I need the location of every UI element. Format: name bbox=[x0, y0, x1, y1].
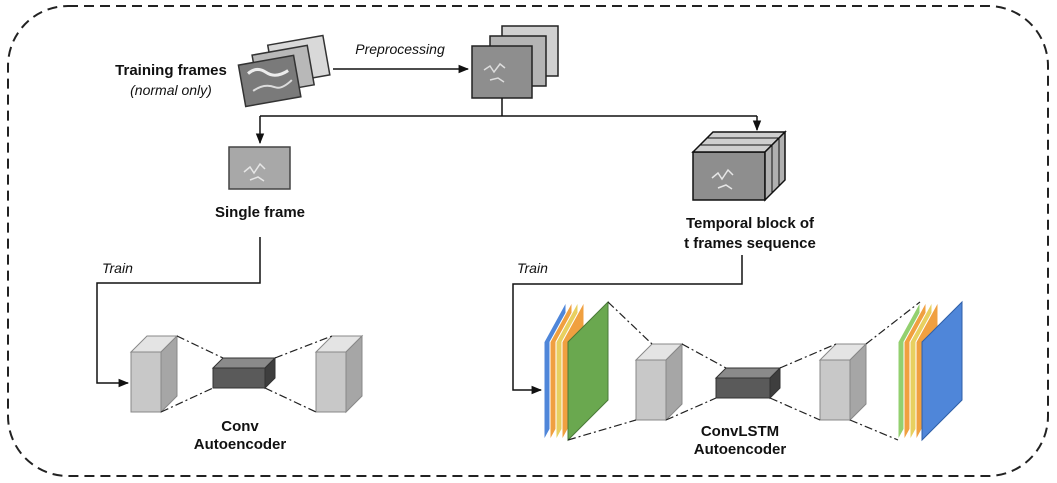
split-connector bbox=[255, 98, 762, 145]
single-frame-icon bbox=[228, 146, 291, 190]
convlstm-encoder-block bbox=[634, 342, 684, 422]
conv-encoder-block bbox=[129, 334, 179, 414]
train-label-left: Train bbox=[102, 260, 133, 276]
conv-bottleneck-block bbox=[211, 356, 277, 390]
convlstm-bottleneck-block bbox=[714, 366, 782, 400]
preprocessed-frames-stack-icon bbox=[471, 25, 559, 99]
train-arrow-right bbox=[512, 255, 743, 395]
convlstm-output-layers bbox=[897, 300, 963, 442]
conv-dashed-connectors bbox=[160, 335, 333, 413]
preprocessing-label: Preprocessing bbox=[355, 41, 445, 57]
convlstm-input-layers bbox=[543, 300, 609, 442]
train-arrow-left bbox=[96, 237, 261, 388]
training-frames-note: (normal only) bbox=[130, 82, 212, 98]
conv-autoencoder-label-line2: Autoencoder bbox=[193, 436, 287, 453]
convlstm-autoencoder-model bbox=[543, 300, 963, 442]
convlstm-dashed-connectors bbox=[567, 301, 921, 441]
temporal-block-label-line1: Temporal block of bbox=[685, 215, 815, 232]
training-frames-label: Training frames bbox=[115, 62, 227, 79]
temporal-block-icon bbox=[691, 130, 787, 202]
dashed-border bbox=[7, 5, 1049, 477]
conv-autoencoder-label-line1: Conv bbox=[221, 418, 259, 435]
single-frame-label: Single frame bbox=[214, 204, 306, 221]
convlstm-autoencoder-label-line2: Autoencoder bbox=[693, 441, 787, 458]
conv-autoencoder-model bbox=[129, 334, 364, 414]
convlstm-decoder-block bbox=[818, 342, 868, 422]
temporal-block-label-line2: t frames sequence bbox=[684, 235, 816, 252]
train-label-right: Train bbox=[517, 260, 548, 276]
training-frames-stack-icon bbox=[237, 34, 331, 108]
conv-decoder-block bbox=[314, 334, 364, 414]
convlstm-autoencoder-label-line1: ConvLSTM bbox=[700, 423, 780, 440]
